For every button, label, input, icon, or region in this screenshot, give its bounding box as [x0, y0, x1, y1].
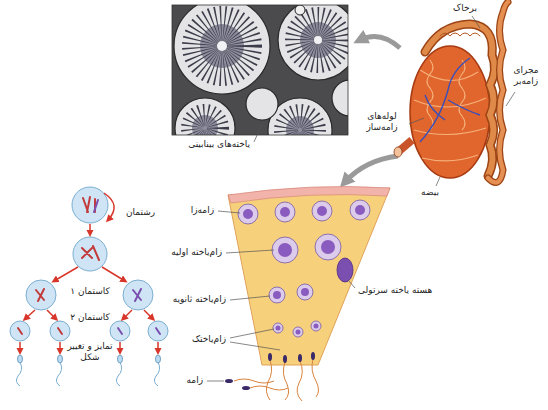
part-label: برخاک [453, 3, 477, 14]
division-scheme [10, 187, 168, 386]
part-label: بیضه [421, 187, 439, 198]
cell-label: زامه [187, 375, 204, 386]
part-label: یاخته‌های بینابینی [188, 139, 250, 150]
stage-label: تمایز و تغییر شکل [65, 341, 115, 364]
sertoli-nucleus [337, 258, 353, 282]
leader-lines [207, 16, 515, 381]
cell-label: زام‌یاخته اولیه [171, 247, 222, 258]
part-label: مجرای زامه‌بر [507, 65, 545, 88]
stage-label: رشتمان [126, 207, 155, 218]
part-label: لوله‌های زامه‌ساز [359, 111, 405, 134]
cell-label: زامه‌زا [191, 205, 214, 216]
zoom-arrow [345, 156, 398, 182]
testis [394, 46, 490, 178]
micrograph-frame [172, 5, 348, 135]
zoom-arrow [360, 36, 400, 48]
stage-label: کاستمان ۱ [70, 286, 110, 297]
tubule-section [228, 187, 390, 365]
cell-label: زام‌یاختک [192, 334, 226, 345]
epididymis [425, 24, 495, 176]
micrograph [172, 5, 348, 135]
sperm [225, 352, 319, 401]
cell-label: زام‌یاخته ثانویه [173, 294, 226, 305]
vas-deferens [488, 2, 508, 183]
cell-label: هسته یاخته سرتولی [358, 285, 432, 296]
stage-label: کاستمان ۲ [70, 312, 110, 323]
